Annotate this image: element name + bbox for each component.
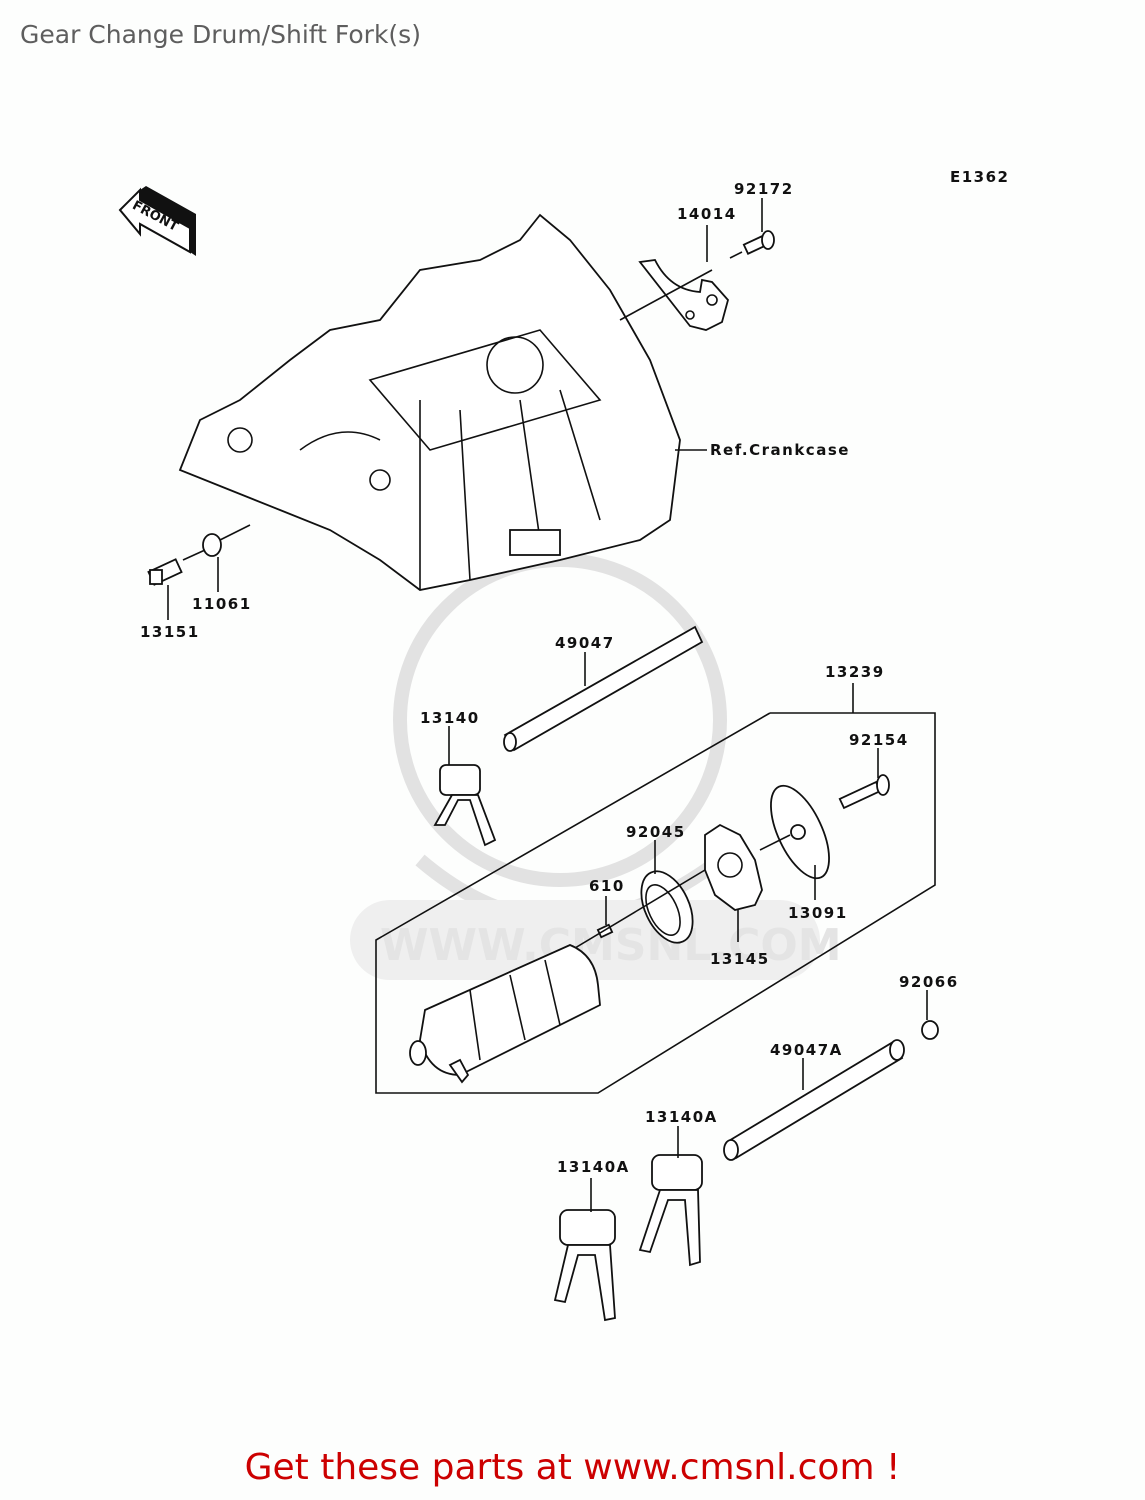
part-14014-drawing [638,259,729,331]
label-14014: 14014 [677,205,737,223]
part-92045-drawing [640,870,694,944]
part-13140A-lower-drawing [553,1209,616,1322]
watermark-logo: WWW.CMSNL.COM [350,553,842,980]
part-49047A-drawing [723,1039,905,1161]
crankcase-drawing [178,213,681,591]
label-13140A-upper: 13140A [645,1108,718,1126]
gear-change-drum-drawing [409,944,601,1084]
label-92066: 92066 [899,973,959,991]
label-13091: 13091 [788,904,848,922]
label-92045: 92045 [626,823,686,841]
page-title: Gear Change Drum/Shift Fork(s) [20,20,421,49]
label-13140A-lower: 13140A [557,1158,630,1176]
part-92172-drawing [742,230,775,255]
label-13145: 13145 [710,950,770,968]
label-92172: 92172 [734,180,794,198]
label-13140: 13140 [420,709,480,727]
footer-link[interactable]: Get these parts at www.cmsnl.com ! [244,1447,901,1488]
part-13145-drawing [704,823,763,911]
part-49047-drawing [503,625,704,752]
label-49047A: 49047A [770,1041,843,1059]
label-610: 610 [589,877,625,895]
part-13140-drawing [433,764,497,847]
label-92154: 92154 [849,731,909,749]
part-92154-drawing [838,774,890,810]
assembly-13239-frame [375,712,936,1094]
label-11061: 11061 [192,595,252,613]
front-arrow-icon: FRONT [118,186,196,256]
label-49047: 49047 [555,634,615,652]
label-13151: 13151 [140,623,200,641]
diagram-code: E1362 [950,168,1010,186]
part-13140A-upper-drawing [638,1154,703,1267]
part-13151-drawing [147,558,183,586]
label-13239: 13239 [825,663,885,681]
ref-crankcase-label: Ref.Crankcase [710,441,850,459]
part-11061-drawing [202,533,222,557]
part-92066-drawing [921,1020,939,1040]
